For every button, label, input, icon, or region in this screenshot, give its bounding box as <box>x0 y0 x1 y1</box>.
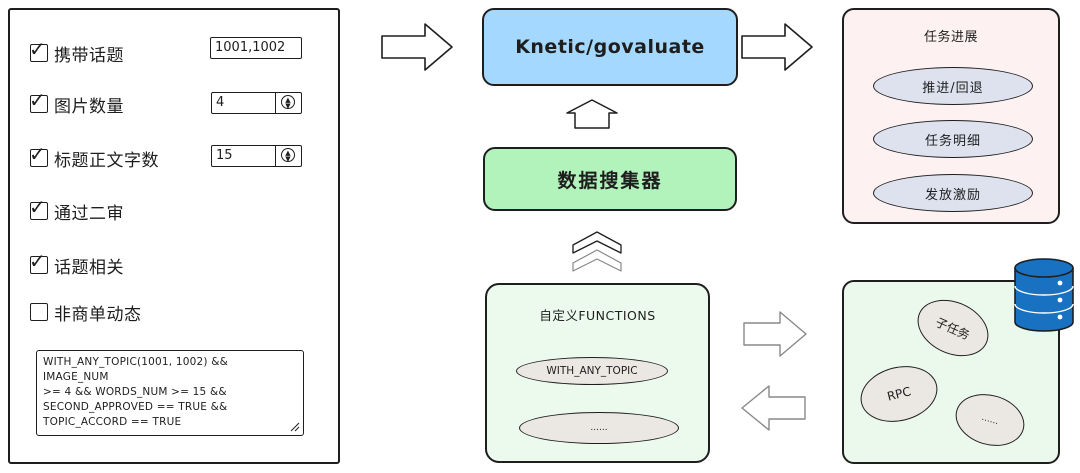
engine-box: Knetic/govaluate <box>482 8 738 86</box>
up-down-icon[interactable]: ▲▼ <box>281 95 295 110</box>
check-icon: ✓ <box>29 142 46 166</box>
image-count-stepper[interactable]: 4 ▲▼ <box>211 92 302 114</box>
checkbox[interactable]: ✓ <box>29 90 48 113</box>
form-panel <box>8 8 340 464</box>
check-icon: ✓ <box>29 37 46 61</box>
checkbox[interactable] <box>30 303 48 321</box>
word-count-stepper[interactable]: 15 ▲▼ <box>211 145 302 167</box>
up-down-icon[interactable]: ▲▼ <box>281 148 295 163</box>
expression-line: WITH_ANY_TOPIC(1001, 1002) && IMAGE_NUM <box>43 356 229 383</box>
progress-item: 推进/回退 <box>873 67 1033 105</box>
option-label: 携带话题 <box>54 45 124 66</box>
stepper-buttons[interactable]: ▲▼ <box>275 146 301 166</box>
option-label: 图片数量 <box>54 96 124 117</box>
functions-title: 自定义FUNCTIONS <box>539 308 656 323</box>
checkbox[interactable]: ✓ <box>29 39 48 62</box>
option-word-count[interactable]: ✓ 标题正文字数 <box>29 144 159 171</box>
right-arrow-icon <box>381 23 453 71</box>
expression-line: SECOND_APPROVED == TRUE && <box>43 401 228 413</box>
progress-title: 任务进展 <box>923 30 978 45</box>
stepper-buttons[interactable]: ▲▼ <box>275 93 301 113</box>
database-icon <box>1014 258 1074 332</box>
right-arrow-icon <box>743 311 807 357</box>
checkbox[interactable]: ✓ <box>29 144 48 167</box>
function-item: WITH_ANY_TOPIC <box>516 357 668 385</box>
option-second-review[interactable]: ✓ 通过二审 <box>29 197 124 224</box>
option-label: 话题相关 <box>54 257 124 278</box>
collector-label: 数据搜集器 <box>557 169 663 192</box>
right-arrow-icon <box>741 23 813 71</box>
resize-handle-icon[interactable] <box>37 351 305 437</box>
chevron-up-icon <box>572 249 622 272</box>
progress-item: 任务明细 <box>873 120 1033 158</box>
option-non-commercial[interactable]: 非商单动态 <box>30 299 142 325</box>
check-icon: ✓ <box>29 249 46 273</box>
check-icon: ✓ <box>29 195 46 219</box>
stepper-value: 4 <box>216 95 225 110</box>
progress-item: 发放激励 <box>873 174 1033 212</box>
option-label: 非商单动态 <box>54 304 142 325</box>
stepper-value: 15 <box>216 148 233 163</box>
expression-textarea[interactable]: WITH_ANY_TOPIC(1001, 1002) && IMAGE_NUM … <box>36 350 304 436</box>
expression-line: >= 4 && WORDS_NUM >= 15 && <box>43 386 227 398</box>
option-image-count[interactable]: ✓ 图片数量 <box>29 90 124 117</box>
function-item: ...... <box>519 412 679 444</box>
chevron-up-icon <box>572 231 622 254</box>
check-icon: ✓ <box>29 88 46 112</box>
option-label: 通过二审 <box>54 203 124 224</box>
checkbox[interactable]: ✓ <box>29 251 48 274</box>
collector-box: 数据搜集器 <box>483 147 737 211</box>
expression-line: TOPIC_ACCORD == TRUE <box>43 416 182 428</box>
topic-ids-input[interactable]: 1001,1002 <box>210 37 302 59</box>
option-carry-topic[interactable]: ✓ 携带话题 <box>29 39 124 66</box>
option-topic-related[interactable]: ✓ 话题相关 <box>29 251 124 278</box>
up-arrow-icon <box>566 99 618 129</box>
option-label: 标题正文字数 <box>54 150 159 171</box>
left-arrow-icon <box>741 385 806 431</box>
engine-label: Knetic/govaluate <box>515 36 705 58</box>
checkbox[interactable]: ✓ <box>29 197 48 220</box>
